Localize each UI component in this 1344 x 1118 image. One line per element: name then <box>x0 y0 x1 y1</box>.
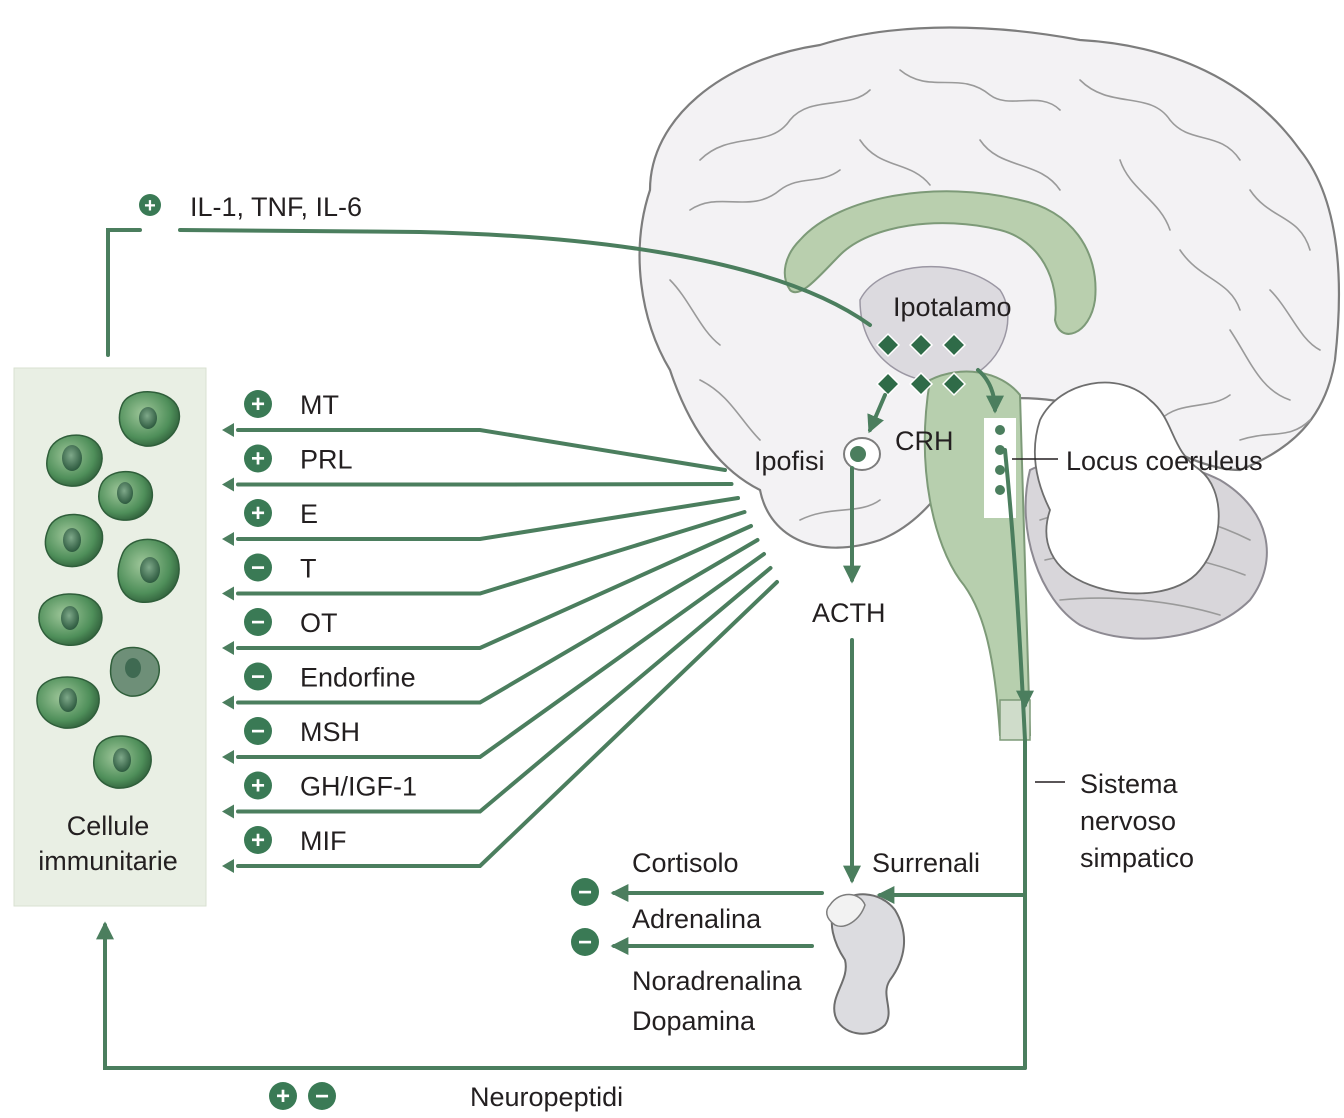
hormone-label: GH/IGF-1 <box>300 772 417 802</box>
locus-coeruleus-label: Locus coeruleus <box>1066 446 1263 476</box>
neuropeptides-label: Neuropeptidi <box>470 1082 623 1112</box>
crh-label: CRH <box>895 426 954 456</box>
arrowhead <box>222 641 234 655</box>
sign-symbol: + <box>251 446 265 473</box>
immune-cell <box>45 514 102 566</box>
adrenaline-label: Adrenalina <box>632 904 762 934</box>
hormone-list: + MT + PRL + E − T − OT − Endorfine − MSH + GH/IGF-1 + MI… <box>222 390 417 873</box>
sign-neuropeptides-plus: + <box>269 1082 297 1110</box>
hormone-label: Endorfine <box>300 663 416 693</box>
sign-cortisol: − <box>571 878 599 906</box>
cell-panel-label-line1: Cellule <box>67 811 150 841</box>
immune-cell-panel: Cellule immunitarie <box>14 368 206 906</box>
arrowhead <box>222 805 234 819</box>
arrowhead <box>222 478 234 492</box>
noradrenaline-label: Noradrenalina <box>632 966 803 996</box>
sympathetic-label-line1: Sistema <box>1080 769 1179 799</box>
arrowhead <box>222 587 234 601</box>
pituitary-label: Ipofisi <box>754 446 825 476</box>
immune-cell <box>118 539 179 602</box>
arrowhead <box>222 423 234 437</box>
svg-text:−: − <box>578 929 592 956</box>
sign-symbol: + <box>251 827 265 854</box>
sign-symbol: − <box>251 555 265 582</box>
hormone-label: T <box>300 554 317 584</box>
sympathetic-label-line2: nervoso <box>1080 806 1176 836</box>
svg-text:+: + <box>144 195 156 217</box>
arrowhead <box>222 859 234 873</box>
svg-text:+: + <box>276 1083 290 1110</box>
hormone-label: PRL <box>300 445 353 475</box>
dopamine-label: Dopamina <box>632 1006 756 1036</box>
sign-symbol: + <box>251 500 265 527</box>
immune-cell <box>37 677 99 728</box>
sign-symbol: − <box>251 718 265 745</box>
sign-symbol: − <box>251 664 265 691</box>
hormone-label: MIF <box>300 826 347 856</box>
sympathetic-label-line3: simpatico <box>1080 843 1194 873</box>
hormone-label: OT <box>300 608 338 638</box>
hormone-label: E <box>300 499 318 529</box>
cell-panel-label-line2: immunitarie <box>38 846 178 876</box>
adrenals-label: Surrenali <box>872 848 980 878</box>
immune-cell <box>39 594 102 645</box>
hormone-label: MSH <box>300 717 360 747</box>
sign-symbol: − <box>251 609 265 636</box>
hormone-connector <box>238 484 732 485</box>
arrowhead <box>222 696 234 710</box>
immune-cell <box>99 472 153 520</box>
arrowhead <box>222 750 234 764</box>
acth-label: ACTH <box>812 598 886 628</box>
svg-text:−: − <box>315 1083 329 1110</box>
arrowhead <box>222 532 234 546</box>
sign-neuropeptides-minus: − <box>308 1082 336 1110</box>
sign-symbol: + <box>251 391 265 418</box>
hypothalamus-label: Ipotalamo <box>893 292 1012 322</box>
svg-text:−: − <box>578 879 592 906</box>
sign-symbol: + <box>251 773 265 800</box>
sign-cytokines: + <box>139 194 161 217</box>
cortisol-label: Cortisolo <box>632 848 739 878</box>
hormone-label: MT <box>300 390 339 420</box>
sign-adrenaline: − <box>571 928 599 956</box>
cytokines-label: IL-1, TNF, IL-6 <box>190 192 362 222</box>
